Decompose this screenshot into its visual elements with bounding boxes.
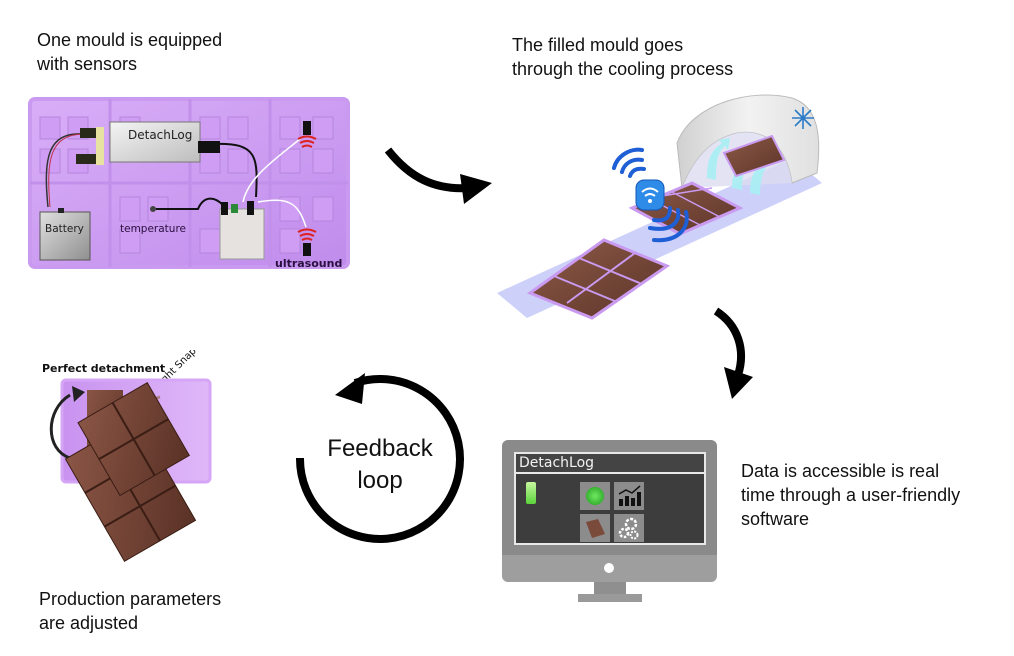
caption-software-line1: Data is accessible is real	[741, 461, 940, 481]
monitor-stand	[578, 594, 642, 602]
cooling-tunnel-illustration	[497, 94, 822, 320]
sensor-mould-illustration: DetachLog Battery temperature ultrasound	[28, 97, 350, 269]
settings-tile[interactable]	[614, 514, 644, 542]
monitoring-tile[interactable]	[580, 482, 610, 510]
logger-label: DetachLog	[128, 128, 192, 142]
hub-box	[219, 208, 265, 260]
app-window: DetachLog	[514, 452, 706, 545]
waveform-icon	[586, 487, 604, 505]
caption-sensors: One mould is equipped with sensors	[37, 28, 222, 76]
wireless-waves-bottom	[648, 206, 689, 243]
caption-adjust-line2: are adjusted	[39, 613, 139, 633]
detachment-illustration: Perfect detachment Right Snap	[42, 350, 212, 562]
feedback-loop-arrow	[295, 373, 464, 543]
perfect-detachment-label: Perfect detachment	[42, 362, 165, 375]
caption-cooling-line1: The filled mould goes	[512, 35, 684, 55]
caption-cooling: The filled mould goes through the coolin…	[512, 33, 733, 81]
detachlog-logger	[109, 121, 201, 163]
feedback-loop-line1: Feedback	[327, 435, 433, 462]
caption-adjust-line1: Production parameters	[39, 589, 222, 609]
caption-sensors-line1: One mould is equipped	[37, 30, 223, 50]
feedback-loop-line2: loop	[357, 467, 403, 494]
mould-front	[526, 238, 671, 320]
statistics-tile[interactable]	[614, 482, 644, 510]
ultrasound-sensor-top	[297, 121, 317, 148]
mould-in-tunnel	[722, 134, 786, 178]
caption-sensors-line2: with sensors	[37, 54, 138, 74]
caption-adjust: Production parameters are adjusted	[39, 587, 221, 635]
connector-bottom	[76, 154, 96, 164]
app-title: DetachLog	[519, 455, 595, 471]
caption-software: Data is accessible is real time through …	[741, 459, 960, 531]
battery	[39, 211, 91, 261]
caption-cooling-line2: through the cooling process	[512, 59, 734, 79]
ultrasound-label: ultrasound	[275, 257, 342, 269]
chocolate-tile[interactable]	[580, 514, 610, 542]
app-titlebar: DetachLog	[516, 454, 704, 474]
wireless-waves-top	[612, 147, 646, 178]
chocolate-bar-front	[77, 382, 190, 497]
rotation-arrow	[49, 393, 71, 460]
chart-icon	[618, 485, 641, 506]
battery-level-icon	[526, 482, 536, 504]
battery-label: Battery	[45, 223, 84, 235]
monitor: DetachLog	[502, 440, 717, 602]
temperature-probe	[150, 206, 156, 212]
snowflake-icon	[792, 107, 814, 129]
usb-plug	[198, 141, 220, 153]
monitor-neck	[594, 582, 626, 594]
connector-top	[80, 128, 98, 138]
caption-software-line3: software	[741, 509, 810, 529]
power-button-icon[interactable]	[604, 563, 614, 573]
arrow-to-cooling	[384, 147, 492, 204]
wifi-icon	[635, 179, 665, 211]
cold-air-arrows	[707, 138, 781, 195]
temperature-label: temperature	[120, 223, 186, 235]
gears-icon	[618, 517, 639, 540]
arrow-to-software	[713, 307, 753, 399]
ultrasound-sensor-bottom	[297, 228, 317, 256]
caption-software-line2: time through a user-friendly	[741, 485, 961, 505]
chocolate-icon	[586, 519, 605, 538]
feedback-loop-label: Feedback loop	[310, 433, 450, 497]
monitor-chin	[502, 555, 717, 582]
